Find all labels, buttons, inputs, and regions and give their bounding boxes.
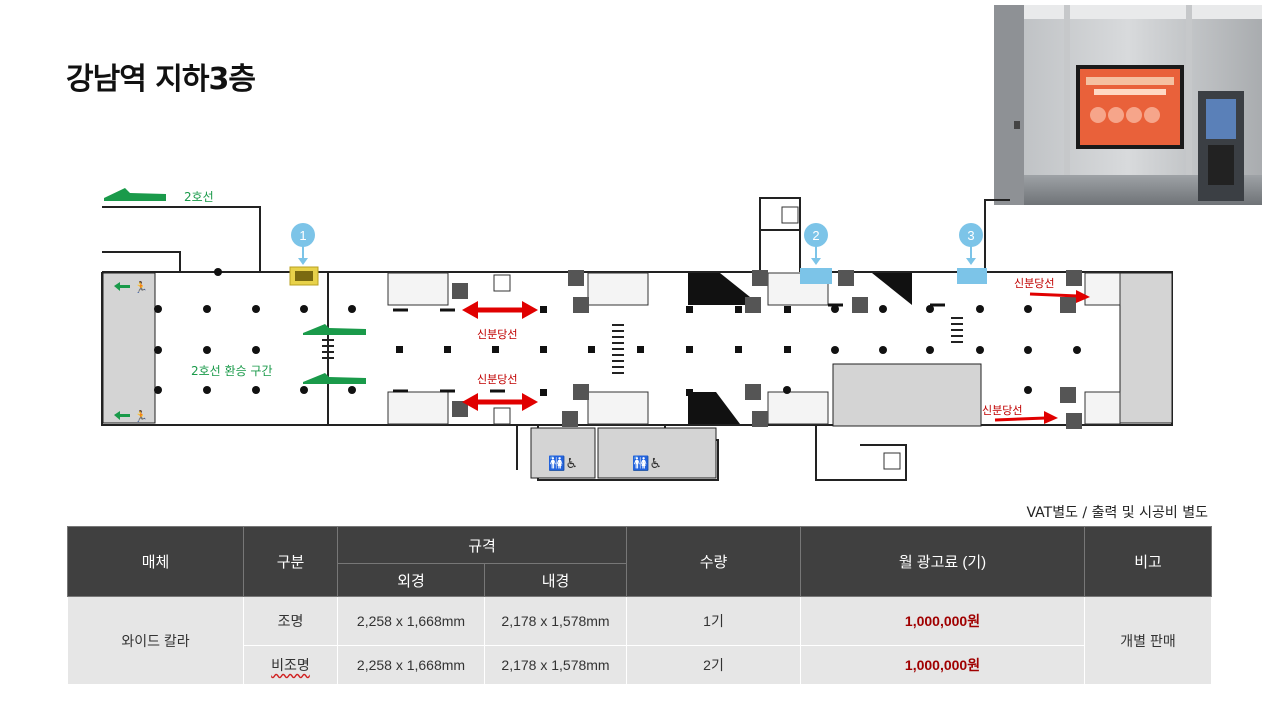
restroom-icon: 🚻♿ [548, 455, 578, 472]
restroom-block-1 [530, 427, 596, 479]
header-type: 구분 [243, 526, 338, 597]
inner-size-cell: 2,178 x 1,578mm [483, 596, 628, 646]
type-cell: 조명 [243, 596, 338, 646]
marker-3-label: 3 [967, 228, 974, 243]
elevator-icon [493, 206, 901, 470]
wall-block-right [1119, 272, 1173, 424]
sinbundang-label-1: 신분당선 [477, 328, 517, 341]
stair-dark-1 [688, 273, 760, 305]
station-photo-image [994, 5, 1262, 205]
outer-size-cell: 2,258 x 1,668mm [337, 596, 485, 646]
header-outer: 외경 [337, 563, 485, 597]
table-row: 와이드 칼라 조명 2,258 x 1,668mm 2,178 x 1,578m… [67, 596, 1213, 685]
type-cell: 비조명 [243, 645, 338, 685]
qty-cell: 2기 [626, 645, 802, 685]
price-cell: 1,000,000원 [800, 645, 1086, 685]
type-cell-text: 비조명 [271, 657, 310, 673]
header-monthly-fee: 월 광고료 (기) [800, 526, 1086, 597]
sinbundang-label-4: 신분당선 [982, 404, 1022, 417]
line2-label: 2호선 [184, 190, 214, 204]
escalators [387, 272, 1121, 425]
vat-note: VAT별도 / 출력 및 시공비 별도 [1026, 505, 1209, 521]
wall-block-center [832, 363, 982, 427]
header-media: 매체 [67, 526, 244, 597]
sinbundang-label-2: 신분당선 [477, 373, 517, 386]
header-inner: 내경 [483, 563, 628, 597]
ad-location-2 [800, 268, 832, 284]
ad-installation-photo [994, 5, 1262, 205]
location-marker-2: 2 [804, 223, 828, 265]
red-double-arrow-icon [462, 301, 538, 411]
stair-dark-3 [872, 273, 912, 305]
pillars [154, 268, 1081, 396]
marker-2-label: 2 [812, 228, 819, 243]
escalator-icon [452, 270, 1082, 429]
green-arrow-icon [104, 188, 366, 384]
header-qty: 수량 [626, 526, 802, 597]
header-note: 비고 [1084, 526, 1213, 597]
marker-1-label: 1 [299, 228, 306, 243]
restroom-block-2 [597, 427, 717, 479]
media-name-cell: 와이드 칼라 [67, 596, 244, 685]
transfer-zone-label: 2호선 환승 구간 [191, 364, 273, 378]
inner-size-cell: 2,178 x 1,578mm [483, 645, 628, 685]
ad-location-1-screen [295, 271, 313, 281]
restroom-icon: 🚻♿ [632, 455, 662, 472]
exit-sign-icon: 🏃 🏃 [114, 281, 148, 423]
stair-dark-2 [688, 392, 740, 424]
svg-text:🏃: 🏃 [134, 281, 148, 294]
ad-location-3 [957, 268, 987, 284]
floor-plan-map: 🚻♿ 🚻♿ [101, 188, 1173, 481]
sinbundang-label-3: 신분당선 [1014, 277, 1054, 290]
price-cell: 1,000,000원 [800, 596, 1086, 646]
outer-size-cell: 2,258 x 1,668mm [337, 645, 485, 685]
table-row: 비조명 2,258 x 1,668mm 2,178 x 1,578mm 2기 1… [68, 645, 1212, 685]
wall-block-left [102, 272, 156, 424]
ladder-connectors [322, 317, 963, 374]
red-arrow-icon [994, 290, 1090, 424]
qty-cell: 1기 [626, 596, 802, 646]
wall-dashes [393, 303, 945, 393]
location-marker-1: 1 [291, 223, 315, 265]
price-table: 매체 구분 규격 수량 월 광고료 (기) 비고 외경 내경 와이드 칼라 조명… [67, 526, 1213, 685]
page-title: 강남역 지하3층 [66, 62, 256, 97]
note-cell: 개별 판매 [1084, 596, 1213, 685]
svg-text:🏃: 🏃 [134, 410, 148, 423]
header-spec: 규격 [336, 526, 628, 564]
location-marker-3: 3 [959, 223, 983, 265]
